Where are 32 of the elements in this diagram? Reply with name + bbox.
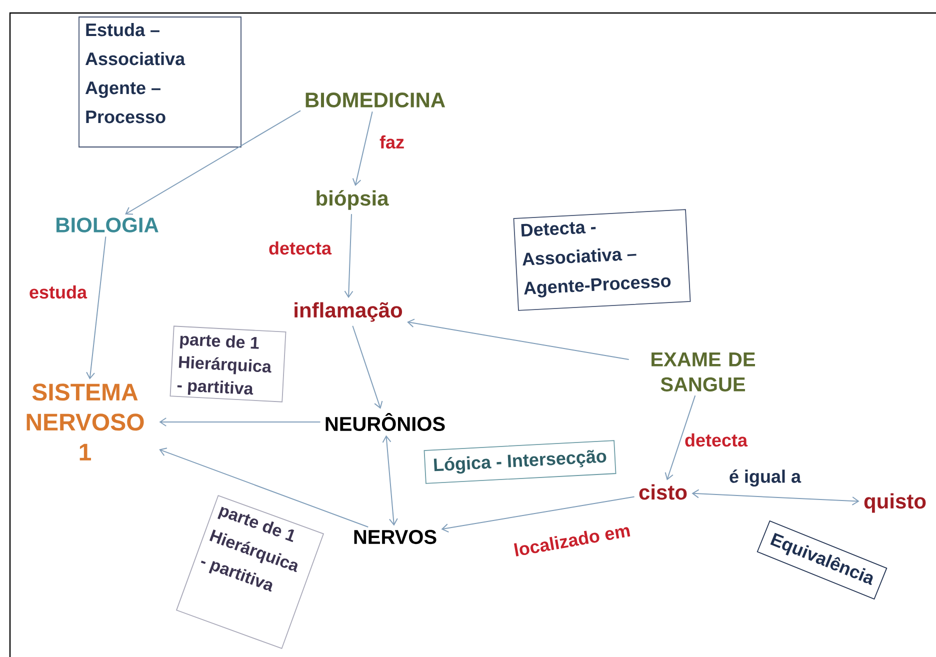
relation-box: parte de 1 Hierárquica - partitiva <box>170 326 286 402</box>
concept-text: NEURÔNIOS <box>326 412 445 432</box>
edge-label: localizado em <box>512 522 632 558</box>
arrow <box>382 435 398 526</box>
edge-label: estuda <box>28 284 88 300</box>
arrow <box>159 448 369 528</box>
arrow <box>344 214 354 298</box>
arrow <box>407 318 630 360</box>
concept-text: cisto <box>639 484 687 500</box>
edge-label: detecta <box>684 432 749 448</box>
concept-text: EXAME DE SANGUE <box>652 352 755 392</box>
edge-label: faz <box>378 134 406 150</box>
edge-label: é igual a <box>728 468 802 488</box>
arrow <box>692 489 860 506</box>
arrow <box>86 236 106 380</box>
arrow <box>441 496 635 533</box>
arrow <box>352 325 383 409</box>
arrow <box>159 418 321 426</box>
arrow <box>352 111 373 186</box>
edge-label: detecta <box>268 240 333 256</box>
relation-box: Detecta - Associativa – Agente-Processo <box>513 209 691 311</box>
concept-text: SISTEMA NERVOSO 1 <box>26 384 144 460</box>
relation-box: Estuda – Associativa Agente – Processo <box>78 16 242 148</box>
concept-text: BIOLOGIA <box>56 218 158 232</box>
concept-text: NERVOS <box>354 530 436 544</box>
concept-text: BIOMEDICINA <box>306 92 446 108</box>
concept-text: biópsia <box>316 190 389 210</box>
arrow <box>664 395 696 480</box>
concept-text: quisto <box>864 493 926 513</box>
arrow <box>125 110 301 215</box>
relation-box: Lógica - Intersecção <box>424 440 616 484</box>
concept-text: inflamação <box>294 302 402 322</box>
